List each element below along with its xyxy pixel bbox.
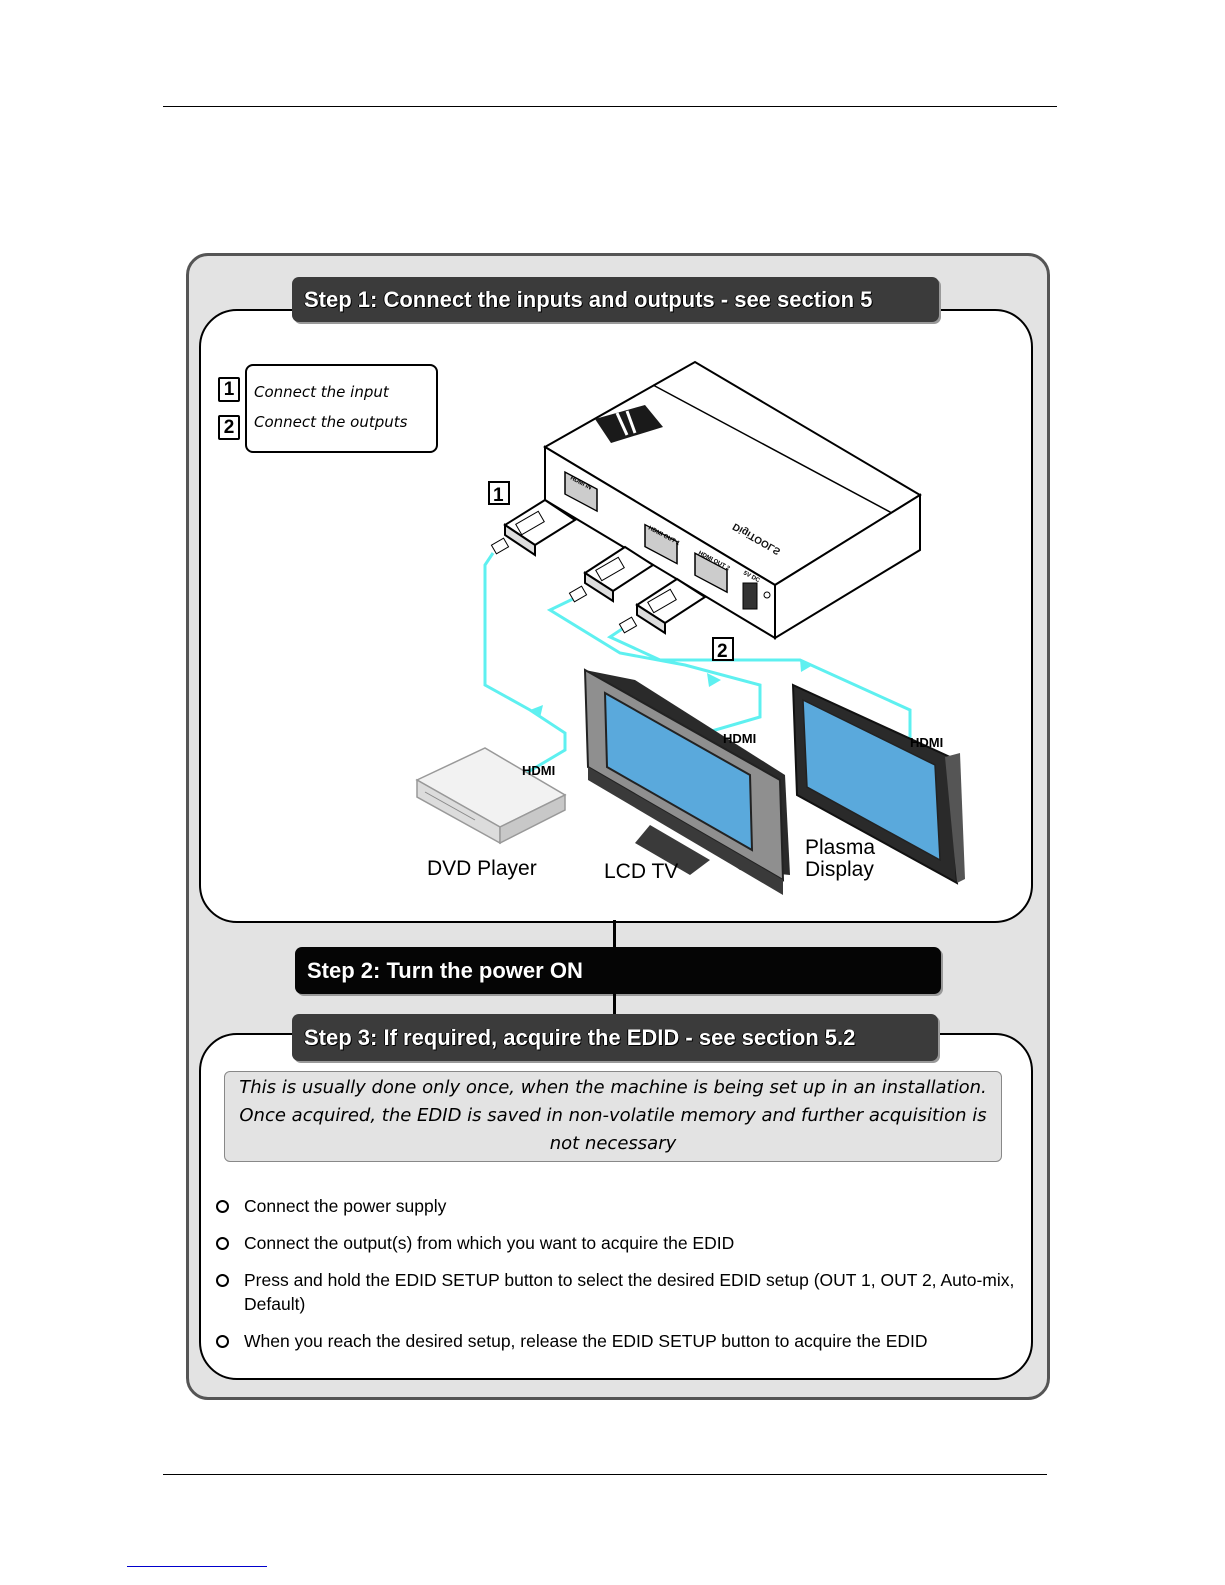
list-item-text: Connect the output(s) from which you wan…	[244, 1233, 735, 1253]
step-connector	[613, 994, 616, 1015]
hdmi-label-lcd: HDMI	[723, 731, 757, 746]
hdmi-label-plasma: HDMI	[910, 735, 944, 750]
edid-note: This is usually done only once, when the…	[224, 1071, 1002, 1162]
output1-plug	[568, 545, 655, 603]
dvd-player-image	[415, 747, 567, 845]
bullet-icon	[216, 1335, 229, 1348]
bullet-icon	[216, 1200, 229, 1213]
step1-title: Step 1: Connect the inputs and outputs -…	[292, 277, 939, 322]
list-item-text: Connect the power supply	[244, 1196, 447, 1216]
bullet-icon	[216, 1237, 229, 1250]
input-plug	[490, 498, 577, 557]
legend-number-2: 2	[218, 415, 240, 440]
plasma-display-image	[791, 683, 965, 885]
list-item: Connect the output(s) from which you wan…	[214, 1231, 1024, 1255]
hdmi-label-dvd: HDMI	[522, 763, 556, 778]
brand-logo	[595, 405, 663, 443]
output2-plug	[618, 577, 707, 635]
callout-1-text: 1	[493, 485, 504, 506]
device-label-dvd: DVD Player	[427, 857, 537, 880]
footer-link-underline[interactable]	[127, 1566, 267, 1567]
step3-title: Step 3: If required, acquire the EDID - …	[292, 1014, 938, 1061]
callout-2: 2	[712, 637, 734, 662]
callout-2-text: 2	[717, 641, 728, 662]
list-item-text: Press and hold the EDID SETUP button to …	[244, 1270, 1015, 1314]
header-rule	[163, 106, 1057, 107]
legend-text-1: Connect the input	[254, 383, 389, 401]
input-cable	[483, 552, 567, 777]
output1-cable	[546, 595, 762, 735]
lcd-tv-image	[583, 668, 790, 895]
list-item: Connect the power supply	[214, 1194, 1024, 1218]
step-connector	[613, 920, 616, 948]
bullet-icon	[216, 1274, 229, 1287]
cable-arrows	[530, 659, 813, 718]
legend-number-1: 1	[218, 377, 240, 402]
device-label-plasma-2: Display	[805, 858, 874, 881]
callout-1: 1	[488, 481, 510, 506]
footer-rule	[163, 1474, 1047, 1475]
list-item: When you reach the desired setup, releas…	[214, 1329, 1024, 1353]
step1-legend	[245, 364, 438, 453]
connection-diagram: DigiTOOLS HDMI IN HDMI OUT 1 HDMI OUT 2 …	[415, 360, 965, 895]
edid-steps-list: Connect the power supply Connect the out…	[214, 1194, 1024, 1366]
legend-text-2: Connect the outputs	[254, 413, 408, 431]
device-label-plasma-1: Plasma	[805, 836, 876, 859]
device-label-lcd: LCD TV	[604, 860, 679, 883]
list-item-text: When you reach the desired setup, releas…	[244, 1331, 928, 1351]
step2-title: Step 2: Turn the power ON	[295, 947, 941, 994]
splitter-device: DigiTOOLS HDMI IN HDMI OUT 1 HDMI OUT 2 …	[543, 360, 922, 640]
list-item: Press and hold the EDID SETUP button to …	[214, 1268, 1024, 1316]
